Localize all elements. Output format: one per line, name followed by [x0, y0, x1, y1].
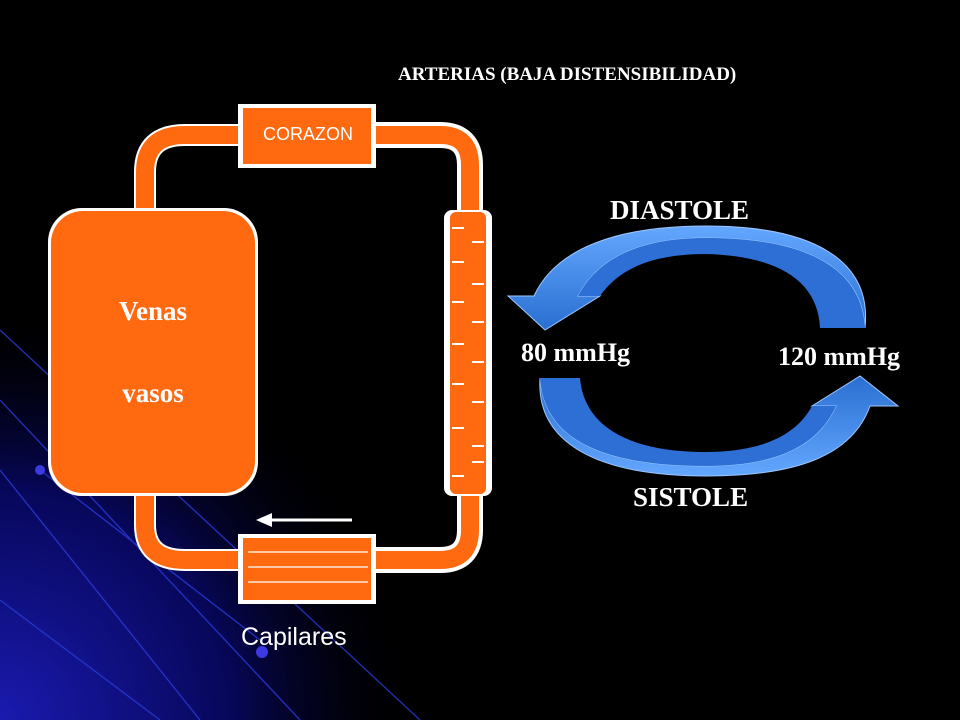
- capillaries-box: [238, 534, 376, 604]
- flow-direction-arrow: [256, 513, 352, 527]
- veins-label: Venas: [118, 296, 188, 326]
- arteries-title: ARTERIAS (BAJA DISTENSIBILIDAD): [398, 64, 737, 85]
- heart-label: CORAZON: [263, 124, 353, 144]
- systole-label: SISTOLE: [633, 482, 749, 512]
- systolic-pressure-label: 120 mmHg: [778, 342, 901, 371]
- cycle-arrow-systole: [539, 375, 900, 477]
- heart-box-fill: [243, 108, 371, 164]
- vessels-label: vasos: [122, 378, 184, 408]
- background-dot: [35, 465, 45, 475]
- veins-reservoir: [51, 211, 255, 493]
- artery-segment: [444, 210, 492, 496]
- background-dot: [256, 646, 268, 658]
- diastolic-pressure-label: 80 mmHg: [521, 338, 631, 367]
- diastole-label: DIASTOLE: [610, 195, 750, 225]
- cycle-arrow-diastole: [506, 225, 867, 331]
- capillaries-label: Capilares: [241, 623, 347, 651]
